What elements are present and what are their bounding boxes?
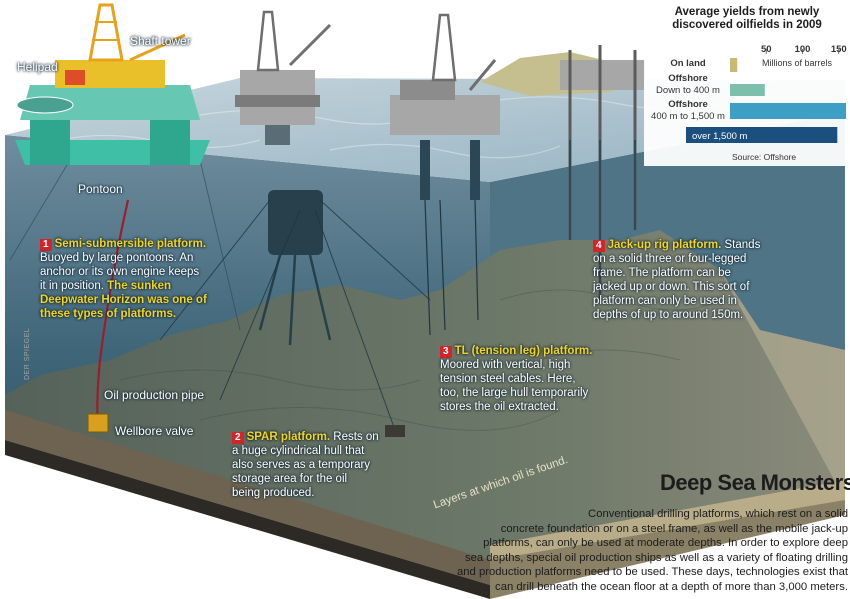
callout-2-title: SPAR platform. (246, 431, 331, 443)
callout-3-line4: stores the oil extracted. (440, 401, 559, 413)
article-line-5: and production platforms need to be used… (456, 566, 848, 578)
callout-1-highlight1: The sunken (107, 280, 172, 292)
article-body: Conventional drilling platforms, which r… (420, 507, 848, 594)
callout-4-line3: frame. The platform can be (593, 267, 731, 279)
chart-category-label: On land (670, 58, 706, 69)
callout-3-line2: tension steel cables. Here, (440, 373, 576, 385)
callout-1-line2: anchor or its own engine keeps (40, 266, 200, 278)
chart-bar (730, 58, 738, 72)
callout-1-line1: Buoyed by large pontoons. An (40, 252, 194, 264)
callout-3-line3: too, the large hull temporarily (440, 387, 589, 399)
callout-2-line5: being produced. (232, 487, 315, 499)
callout-2-line3: also serves as a temporary (232, 459, 371, 471)
callout-2-line1: Rests on (333, 431, 379, 443)
semi-submersible-rig (15, 3, 210, 165)
callout-1-title: Semi-submersible platform. (54, 238, 207, 250)
chart-category-sublabel: 400 m to 1,500 m (651, 111, 725, 122)
jack-up-rig (560, 45, 645, 300)
chart-source: Source: Offshore (732, 152, 796, 162)
oil-production-pipe-line (96, 199, 130, 431)
article-line-2: concrete foundation or on a steel frame,… (500, 522, 848, 535)
callout-3-line1: Moored with vertical, high (440, 359, 571, 371)
article-line-1: Conventional drilling platforms, which r… (588, 508, 848, 520)
chart-unit-label: Millions of barrels (762, 58, 833, 68)
callout-4-line4: jacked up or down. This sort of (593, 281, 750, 293)
chart-category-label: Offshore (668, 99, 708, 110)
rock-strata-front (5, 440, 490, 599)
chart-bar (730, 84, 765, 96)
chart-bar (686, 127, 838, 143)
wellbore-valve-shape (87, 413, 109, 433)
callout-2-line2: a huge cylindrical hull that (232, 445, 365, 457)
callout-4-line6: depths of up to around 150m. (593, 309, 744, 321)
chart-category-label: Offshore (668, 73, 708, 84)
callout-1-highlight3: these types of platforms. (40, 308, 177, 320)
label-helipad: Helipad (17, 60, 58, 74)
callout-3-title: TL (tension leg) platform. (454, 345, 593, 357)
chart-title: Average yields from newly discovered oil… (672, 6, 822, 31)
chart-tick-label: 150 (831, 44, 847, 55)
callout-2-number: 2 (232, 432, 244, 444)
label-wellbore-valve: Wellbore valve (115, 424, 194, 438)
chart-tick-label: 100 (795, 44, 811, 55)
callout-4-line2: on a solid three or four-legged (593, 253, 747, 265)
callout-4-line5: platform can only be used in (593, 295, 737, 307)
article-line-3: platforms, can only be used at moderate … (483, 537, 848, 549)
label-oil-production-pipe: Oil production pipe (104, 388, 205, 402)
article-line-4: sea depths, special oil production ships… (464, 551, 848, 564)
chart-tick-label: 50 (761, 44, 772, 55)
label-shaft-tower: Shaft tower (130, 34, 191, 48)
yield-chart-panel: Average yields from newly discovered oil… (644, 2, 850, 166)
callout-1-number: 1 (40, 239, 52, 251)
chart-category-sublabel: Down to 400 m (656, 85, 720, 96)
tension-leg-platform (390, 13, 500, 336)
callout-2-line4: storage area for the oil (232, 473, 348, 485)
label-pontoon: Pontoon (78, 182, 123, 196)
article-title: Deep Sea Monsters (660, 470, 850, 495)
callout-1-line3: it in position. (40, 280, 104, 292)
callout-1-highlight2: Deepwater Horizon was one of (40, 294, 207, 306)
article-line-6: can drill beneath the ocean floor at a d… (495, 580, 848, 593)
callout-4-number: 4 (593, 240, 605, 252)
callout-3-number: 3 (440, 346, 452, 358)
chart-category-label: over 1,500 m (692, 131, 748, 142)
spar-platform (159, 10, 431, 437)
chart-bar (730, 103, 846, 119)
callout-4-line1: Stands (724, 239, 761, 251)
watermark-publisher: DER SPIEGEL (24, 327, 31, 380)
rock-strata-right (490, 500, 845, 599)
callout-4-title: Jack-up rig platform. (607, 239, 722, 251)
